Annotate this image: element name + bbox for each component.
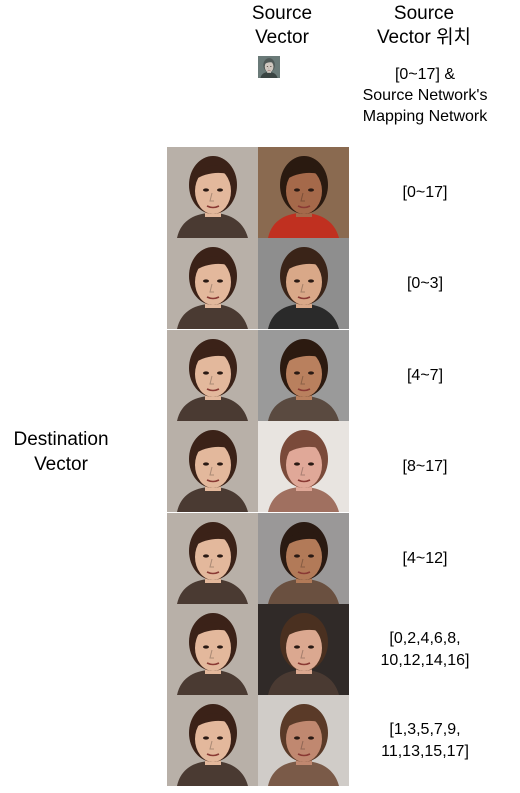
destination-face-image: [167, 421, 258, 512]
source-vector-range-label: [8~17]: [402, 457, 448, 475]
destination-face-image: [167, 695, 258, 786]
source-vector-range-label: [4~7]: [406, 366, 444, 384]
result-face-image: [258, 147, 349, 238]
result-face-image: [258, 421, 349, 512]
result-face-image: [258, 695, 349, 786]
source-vector-range-label: [4~12]: [402, 549, 448, 567]
destination-face-image: [167, 513, 258, 604]
destination-face-image: [167, 330, 258, 421]
destination-face-image: [167, 604, 258, 695]
source-vector-range-label: [1,3,5,7,9, 11,13,15,17]: [381, 720, 469, 760]
source-vector-note: [0~17] & Source Network's Mapping Networ…: [362, 66, 488, 125]
destination-face-image: [167, 238, 258, 329]
source-vector-range-label: [0~3]: [406, 274, 444, 292]
source-vector-position-header: Source Vector 위치: [376, 3, 472, 48]
source-vector-thumbnail: [258, 56, 280, 78]
result-face-image: [258, 513, 349, 604]
source-vector-header: Source Vector: [251, 3, 313, 48]
destination-vector-label: Destination Vector: [13, 429, 109, 475]
destination-face-image: [167, 147, 258, 238]
source-vector-range-label: [0~17]: [402, 183, 448, 201]
result-face-image: [258, 238, 349, 329]
source-vector-range-label: [0,2,4,6,8, 10,12,14,16]: [380, 629, 470, 669]
result-face-image: [258, 604, 349, 695]
result-face-image: [258, 330, 349, 421]
